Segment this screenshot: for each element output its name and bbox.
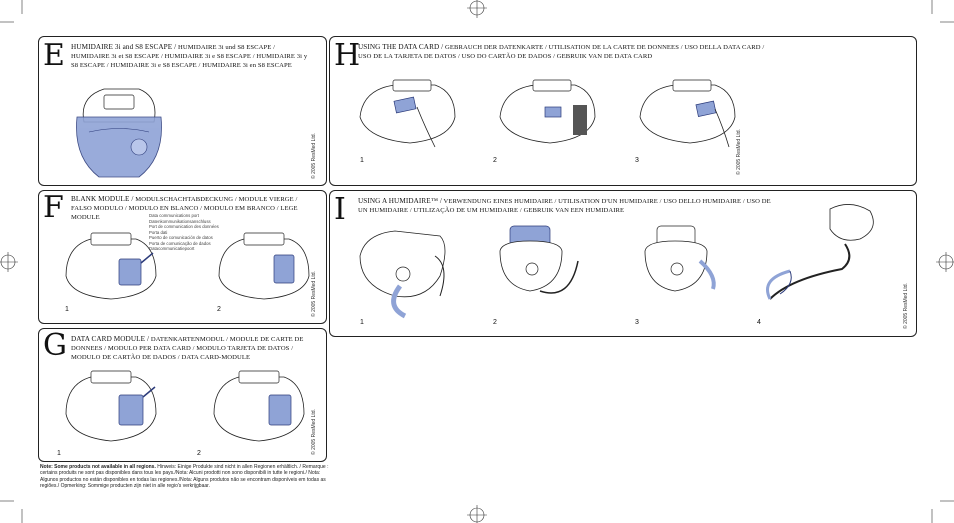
- step-number: 2: [493, 157, 497, 164]
- section-e-title-main: HUMIDAIRE 3i and S8 ESCAPE /: [71, 43, 177, 51]
- blank-module-step1-illustration: [65, 232, 157, 300]
- section-e-title: HUMIDAIRE 3i and S8 ESCAPE / HUMIDAIRE 3…: [71, 43, 311, 71]
- step-number: 3: [635, 157, 639, 164]
- callout-line: Porta de comunicação de dados: [149, 240, 211, 246]
- section-g-letter: G: [43, 328, 67, 363]
- blank-module-step2-illustration: [218, 232, 310, 300]
- step-number: 1: [360, 319, 364, 326]
- section-h-title: USING THE DATA CARD / GEBRAUCH DER DATEN…: [358, 43, 778, 61]
- humidaire-step4-illustration: [766, 204, 874, 300]
- section-i-title: USING A HUMIDAIRE™ / VERWENDUNG EINES HU…: [358, 197, 778, 215]
- data-card-module-step1-illustration: [65, 370, 157, 442]
- humidaire-step3-illustration: [644, 225, 716, 292]
- section-e-copyright: © 2005 ResMed Ltd.: [311, 133, 317, 179]
- step-number: 2: [217, 306, 221, 313]
- section-g-panel: G DATA CARD MODULE / DATENKARTENMODUL / …: [38, 328, 327, 462]
- section-f-letter: F: [43, 190, 64, 225]
- section-f-title-rest: MODULSCHACHTABDECKUNG / MODULE VIERGE / …: [71, 196, 298, 222]
- section-i-letter: I: [334, 192, 346, 227]
- section-i-copyright: © 2005 ResMed Ltd.: [903, 283, 909, 329]
- callout-line: Datacommunicatiepoort: [149, 246, 195, 251]
- callout-line: Datenkommunikationsanschluss: [149, 218, 211, 224]
- step-number: 1: [57, 450, 61, 457]
- section-f-title: BLANK MODULE / MODULSCHACHTABDECKUNG / M…: [71, 195, 311, 223]
- note-text: Hinweis: Einige Produkte sind nicht in a…: [40, 464, 329, 490]
- section-h-copyright: © 2005 ResMed Ltd.: [736, 129, 742, 175]
- section-f-title-main: BLANK MODULE /: [71, 195, 134, 203]
- section-h-panel: H USING THE DATA CARD / GEBRAUCH DER DAT…: [329, 36, 917, 186]
- step-number: 1: [65, 306, 69, 313]
- callout-line: Porta dati: [149, 229, 168, 235]
- data-port-callout: Data communications port Datenkommunikat…: [149, 213, 249, 252]
- section-h-title-rest: GEBRAUCH DER DATENKARTE / UTILISATION DE…: [358, 44, 765, 61]
- section-i-title-main: USING A HUMIDAIRE™ /: [358, 197, 442, 205]
- note-bold: Note: Some products not available in all…: [40, 464, 156, 470]
- section-g-title-rest: DATENKARTENMODUL / MODULE DE CARTE DE DO…: [71, 336, 304, 362]
- section-e-letter: E: [43, 38, 65, 73]
- humidaire-step1-illustration: [359, 230, 446, 319]
- section-g-copyright: © 2005 ResMed Ltd.: [311, 409, 317, 455]
- section-e-title-rest: HUMIDAIRE 3i und S8 ESCAPE / HUMIDAIRE 3…: [71, 44, 308, 70]
- section-f-copyright: © 2005 ResMed Ltd.: [311, 271, 317, 317]
- step-number: 2: [493, 319, 497, 326]
- step-number: 3: [635, 319, 639, 326]
- section-i-title-rest: VERWENDUNG EINES HUMIDAIRE / UTILISATION…: [358, 198, 771, 215]
- humidaire-step2-illustration: [499, 225, 579, 294]
- data-card-step1-illustration: [359, 79, 456, 148]
- section-e-panel: E HUMIDAIRE 3i and S8 ESCAPE / HUMIDAIRE…: [38, 36, 327, 186]
- callout-line: Port de communication des données: [149, 224, 219, 229]
- section-g-title-main: DATA CARD MODULE /: [71, 335, 150, 343]
- humidaire-s8-illustration: [76, 88, 162, 178]
- data-card-step3-illustration: [639, 79, 736, 148]
- availability-note: Note: Some products not available in all…: [40, 464, 330, 490]
- callout-line: Data communications port: [149, 213, 199, 218]
- section-g-title: DATA CARD MODULE / DATENKARTENMODUL / MO…: [71, 335, 311, 363]
- data-card-module-step2-illustration: [213, 370, 305, 442]
- section-h-letter: H: [334, 38, 361, 73]
- step-number: 2: [197, 450, 201, 457]
- step-number: 1: [360, 157, 364, 164]
- section-f-panel: F BLANK MODULE / MODULSCHACHTABDECKUNG /…: [38, 190, 327, 324]
- step-number: 4: [757, 319, 761, 326]
- section-h-title-main: USING THE DATA CARD /: [358, 43, 444, 51]
- callout-line: Puerto de comunicación de datos: [149, 235, 213, 240]
- section-i-panel: I USING A HUMIDAIRE™ / VERWENDUNG EINES …: [329, 190, 917, 337]
- data-card-step2-illustration: [499, 79, 596, 144]
